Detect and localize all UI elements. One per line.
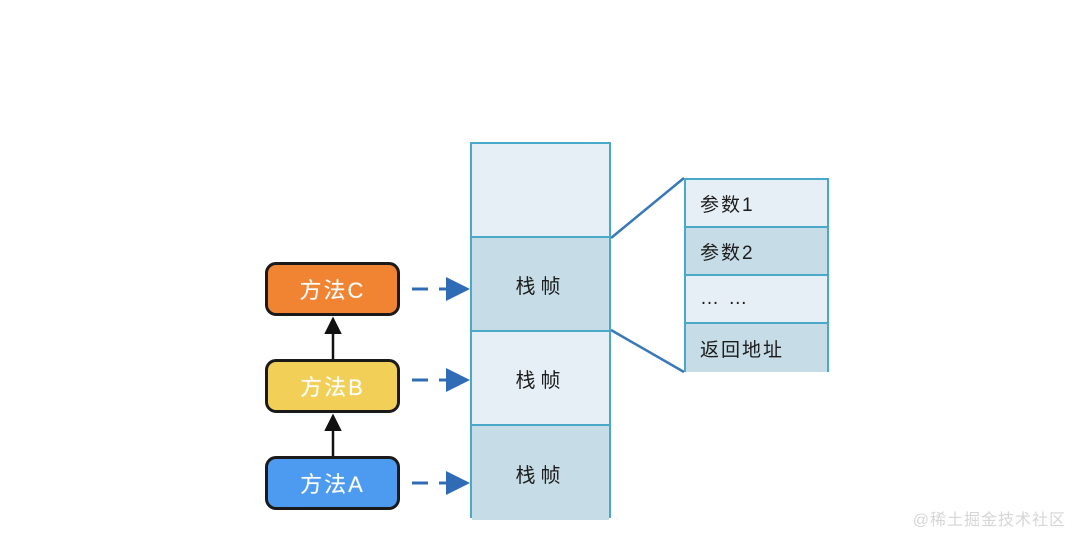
stack-cell-frame-bottom-label: 栈帧	[515, 464, 566, 487]
callout-line-top	[610, 177, 685, 239]
stack-cell-frame-top-label: 栈帧	[515, 275, 566, 298]
detail-row-ellipsis-label: … …	[700, 288, 750, 309]
method-box-a[interactable]: 方法A	[265, 456, 400, 510]
detail-row-ellipsis[interactable]: … …	[686, 276, 827, 324]
method-box-b[interactable]: 方法B	[265, 359, 400, 413]
method-box-c-label: 方法C	[299, 278, 366, 303]
detail-row-return-address[interactable]: 返回地址	[686, 324, 827, 372]
detail-row-param-1[interactable]: 参数1	[686, 180, 827, 228]
method-box-a-label: 方法A	[300, 472, 365, 497]
detail-row-return-address-label: 返回地址	[700, 339, 785, 361]
watermark: @稀土掘金技术社区	[912, 512, 1066, 529]
frame-detail-box: 参数1 参数2 … … 返回地址	[684, 178, 829, 372]
stack-cell-frame-top[interactable]: 栈帧	[472, 238, 609, 332]
callout-line-bottom	[610, 328, 685, 374]
call-stack: 栈帧 栈帧 栈帧	[470, 142, 611, 520]
stack-cell-frame-middle-label: 栈帧	[515, 369, 566, 392]
detail-row-param-2-label: 参数2	[700, 242, 755, 264]
detail-row-param-2[interactable]: 参数2	[686, 228, 827, 276]
method-box-b-label: 方法B	[300, 375, 365, 400]
stack-cell-empty[interactable]	[472, 144, 609, 238]
detail-row-param-1-label: 参数1	[700, 194, 755, 216]
stack-cell-frame-middle[interactable]: 栈帧	[472, 332, 609, 426]
method-box-c[interactable]: 方法C	[265, 262, 400, 316]
stack-cell-frame-bottom[interactable]: 栈帧	[472, 426, 609, 520]
